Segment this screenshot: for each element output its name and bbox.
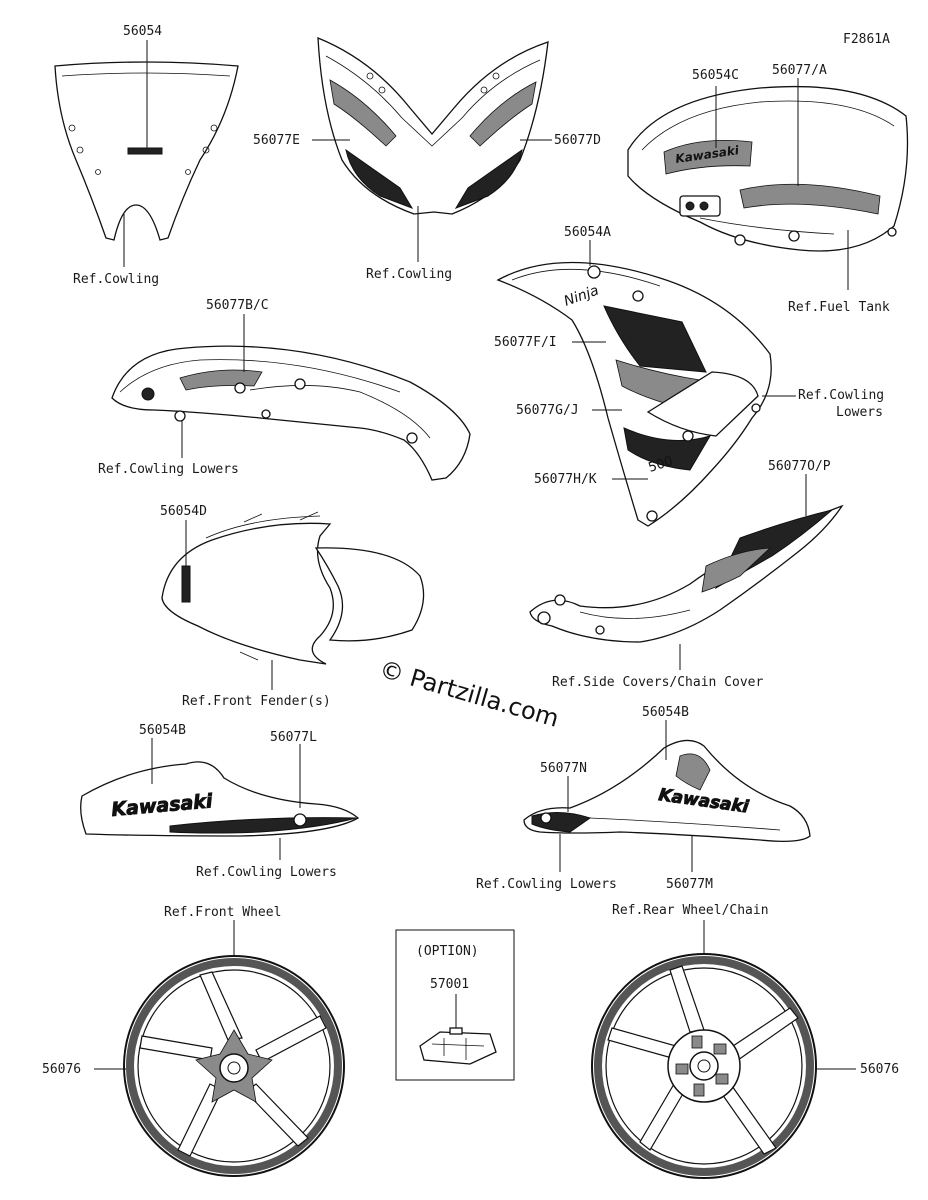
callout-side-fairing-ref: Ref.Cowling Lowers — [98, 462, 239, 477]
callout-tank-part-c: 56054C — [692, 68, 739, 83]
callout-mid-cowl-hk: 56077H/K — [534, 472, 597, 487]
diagram-code: F2861A — [843, 32, 890, 47]
kawasaki-windshield-decal — [127, 147, 163, 155]
belly-pan-right-part[interactable]: Kawasaki — [523, 739, 811, 842]
rear-wheel-part[interactable] — [591, 953, 817, 1179]
callout-mid-cowl-part: 56054A — [564, 225, 611, 240]
callout-belly-left-ref: Ref.Cowling Lowers — [196, 865, 337, 880]
callout-side-cover-ref: Ref.Side Covers/Chain Cover — [552, 675, 763, 690]
windshield-part[interactable] — [54, 61, 239, 241]
callout-belly-left-stripe: 56077L — [270, 730, 317, 745]
belly-pan-left-part[interactable]: Kawasaki — [80, 761, 360, 837]
callout-windshield-part: 56054 — [123, 24, 162, 39]
callout-upper-cowl-left: 56077E — [253, 133, 300, 148]
option-decal-part[interactable] — [419, 1027, 497, 1065]
side-cover-part[interactable] — [529, 504, 844, 643]
callout-front-wheel-ref: Ref.Front Wheel — [164, 905, 281, 920]
front-wheel-part[interactable] — [123, 955, 345, 1177]
mid-cowl-part[interactable]: Ninja 500 — [496, 261, 772, 527]
callout-side-fairing-part: 56077B/C — [206, 298, 269, 313]
callout-belly-right-stripe: 56077N — [540, 761, 587, 776]
callout-belly-right-m: 56077M — [666, 877, 713, 892]
callout-fender-ref: Ref.Front Fender(s) — [182, 694, 331, 709]
callout-side-cover-part: 56077O/P — [768, 459, 831, 474]
partzilla-watermark: © Partzilla.com — [376, 655, 562, 733]
callout-belly-left-part: 56054B — [139, 723, 186, 738]
callout-belly-right-part: 56054B — [642, 705, 689, 720]
option-title: (OPTION) — [416, 944, 479, 959]
callout-rear-wheel-part: 56076 — [860, 1062, 899, 1077]
callout-rear-wheel-ref: Ref.Rear Wheel/Chain — [612, 903, 769, 918]
500-decal: 500 — [647, 454, 675, 476]
side-fairing-part[interactable] — [111, 345, 471, 481]
callout-front-wheel-part: 56076 — [42, 1062, 81, 1077]
callout-windshield-ref: Ref.Cowling — [73, 272, 159, 287]
fender-decal — [181, 565, 191, 603]
svg-text:500: 500 — [647, 454, 675, 476]
callout-upper-cowl-right: 56077D — [554, 133, 601, 148]
callout-mid-cowl-fi: 56077F/I — [494, 335, 557, 350]
fuel-tank-part[interactable]: Kawasaki — [627, 85, 909, 252]
callout-tank-ref: Ref.Fuel Tank — [788, 300, 890, 315]
kawasaki-tank-decal: Kawasaki — [663, 139, 753, 175]
callout-tank-part-a: 56077/A — [772, 63, 827, 78]
option-box: (OPTION) 57001 — [395, 929, 515, 1081]
front-fender-part[interactable] — [161, 511, 425, 665]
upper-cowl-part[interactable] — [317, 37, 549, 215]
callout-mid-cowl-gj: 56077G/J — [516, 403, 579, 418]
option-part: 57001 — [430, 977, 469, 992]
callout-fender-part: 56054D — [160, 504, 207, 519]
callout-belly-right-ref: Ref.Cowling Lowers — [476, 877, 617, 892]
callout-upper-cowl-ref: Ref.Cowling — [366, 267, 452, 282]
